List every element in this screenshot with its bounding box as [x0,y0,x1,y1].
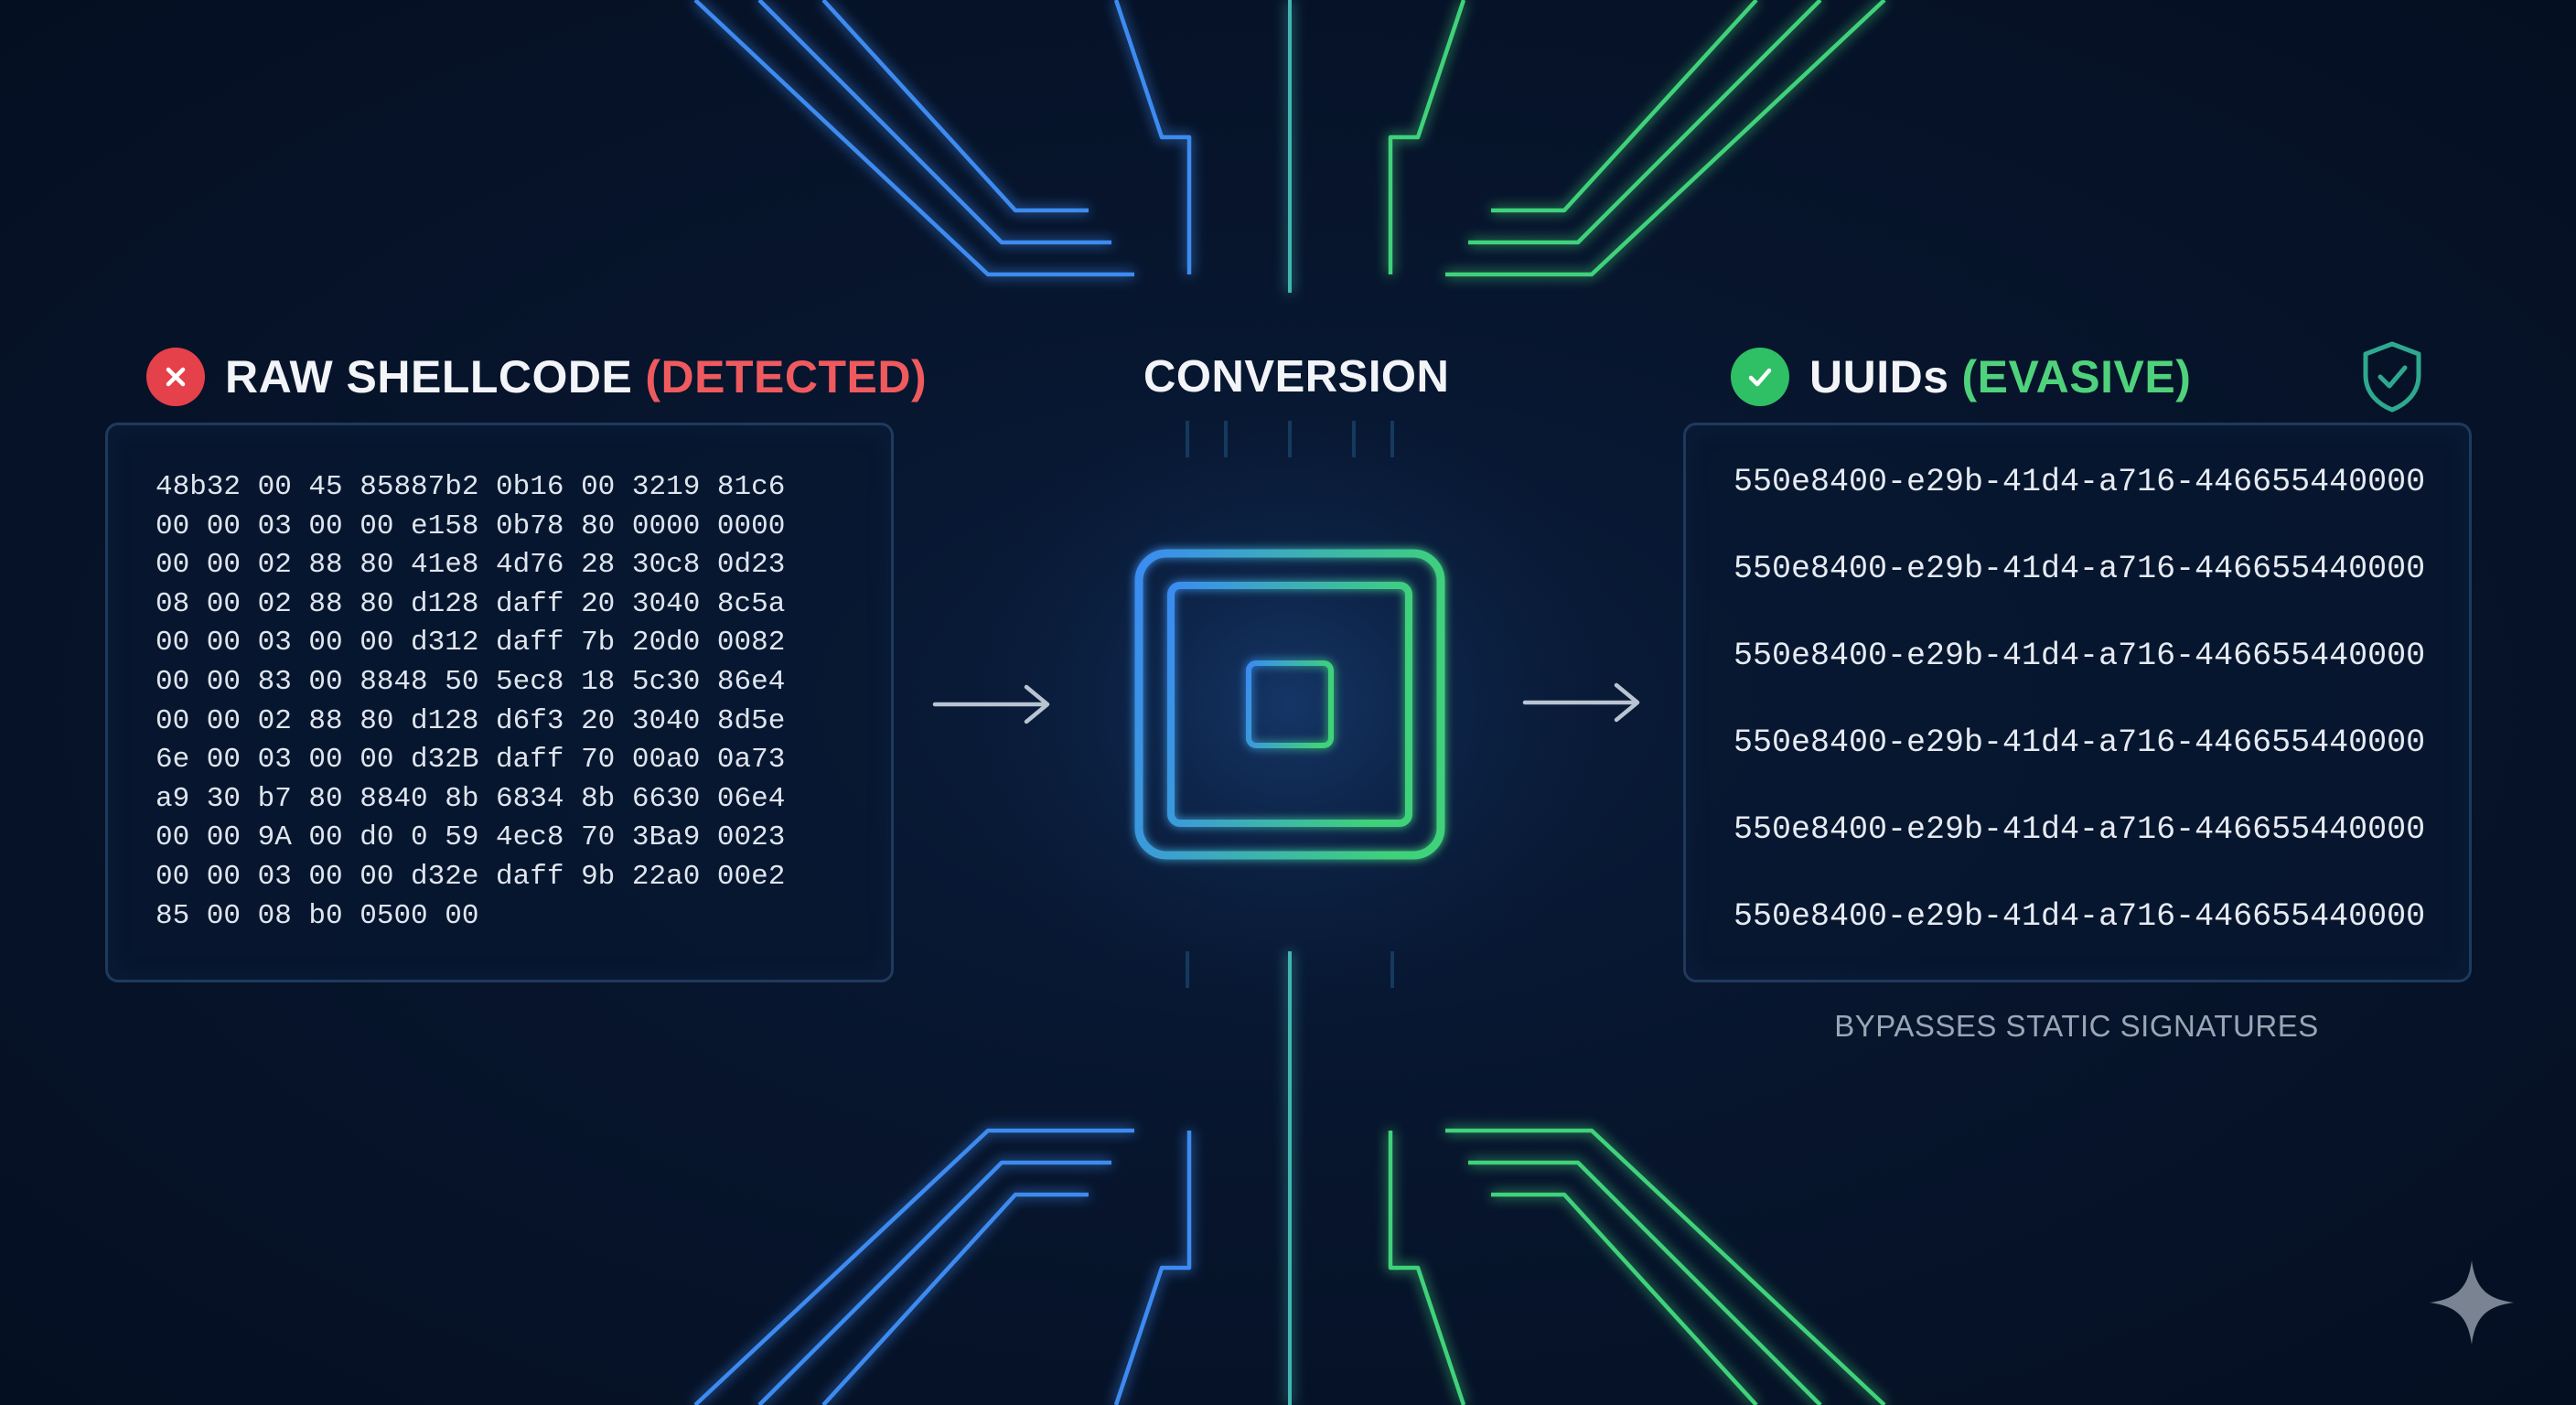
uuid-item: 550e8400-e29b-41d4-a716-446655440000 [1733,898,2426,935]
hex-dump: 48b32 00 45 85887b2 0b16 00 3219 81c6 00 … [156,468,906,936]
detected-status: (DETECTED) [645,351,928,402]
hex-line: 85 00 08 b0 0500 00 [156,899,479,932]
hex-line: 00 00 02 88 80 41e8 4d76 28 30c8 0d23 [156,549,786,582]
uuid-item: 550e8400-e29b-41d4-a716-446655440000 [1733,638,2426,674]
hex-line: 00 00 03 00 00 d312 daff 7b 20d0 0082 [156,627,786,660]
hex-line: 00 00 03 00 00 d32e daff 9b 22a0 00e2 [156,860,786,893]
shellcode-panel [105,423,894,982]
uuid-panel [1683,423,2472,982]
hex-line: a9 30 b7 80 8840 8b 6834 8b 6630 06e4 [156,782,786,815]
uuid-item: 550e8400-e29b-41d4-a716-446655440000 [1733,551,2426,587]
uuid-item: 550e8400-e29b-41d4-a716-446655440000 [1733,724,2426,761]
uuid-item: 550e8400-e29b-41d4-a716-446655440000 [1733,811,2426,848]
hex-line: 00 00 03 00 00 e158 0b78 80 0000 0000 [156,509,786,542]
raw-shellcode-title: RAW SHELLCODE [225,351,633,402]
uuids-title: UUIDs [1809,351,1949,402]
evasive-status: (EVASIVE) [1961,351,2192,402]
arrow-right-icon [1522,682,1640,723]
uuid-item: 550e8400-e29b-41d4-a716-446655440000 [1733,464,2426,500]
hex-line: 48b32 00 45 85887b2 0b16 00 3219 81c6 [156,471,786,503]
processor-chip-icon [1094,509,1486,900]
uuids-heading: UUIDs (EVASIVE) [1731,348,2191,406]
bypass-caption: BYPASSES STATIC SIGNATURES [1834,1009,2319,1043]
hex-line: 00 00 02 88 80 d128 d6f3 20 3040 8d5e [156,704,786,737]
conversion-title: CONVERSION [1143,352,1450,402]
arrow-right-icon [932,684,1050,724]
sparkle-icon [2430,1260,2514,1345]
hex-line: 6e 00 03 00 00 d32B daff 70 00a0 0a73 [156,744,786,777]
raw-shellcode-heading: RAW SHELLCODE (DETECTED) [146,348,927,406]
hex-line: 08 00 02 88 80 d128 daff 20 3040 8c5a [156,587,786,620]
conversion-heading: CONVERSION [1143,351,1449,402]
uuid-list: 550e8400-e29b-41d4-a716-446655440000 550… [1733,459,2465,981]
hex-line: 00 00 9A 00 d0 0 59 4ec8 70 3Ba9 0023 [156,821,786,854]
shield-check-icon [2363,341,2421,413]
hex-line: 00 00 83 00 8848 50 5ec8 18 5c30 86e4 [156,665,786,698]
x-circle-icon [146,348,205,406]
check-circle-icon [1731,348,1789,406]
